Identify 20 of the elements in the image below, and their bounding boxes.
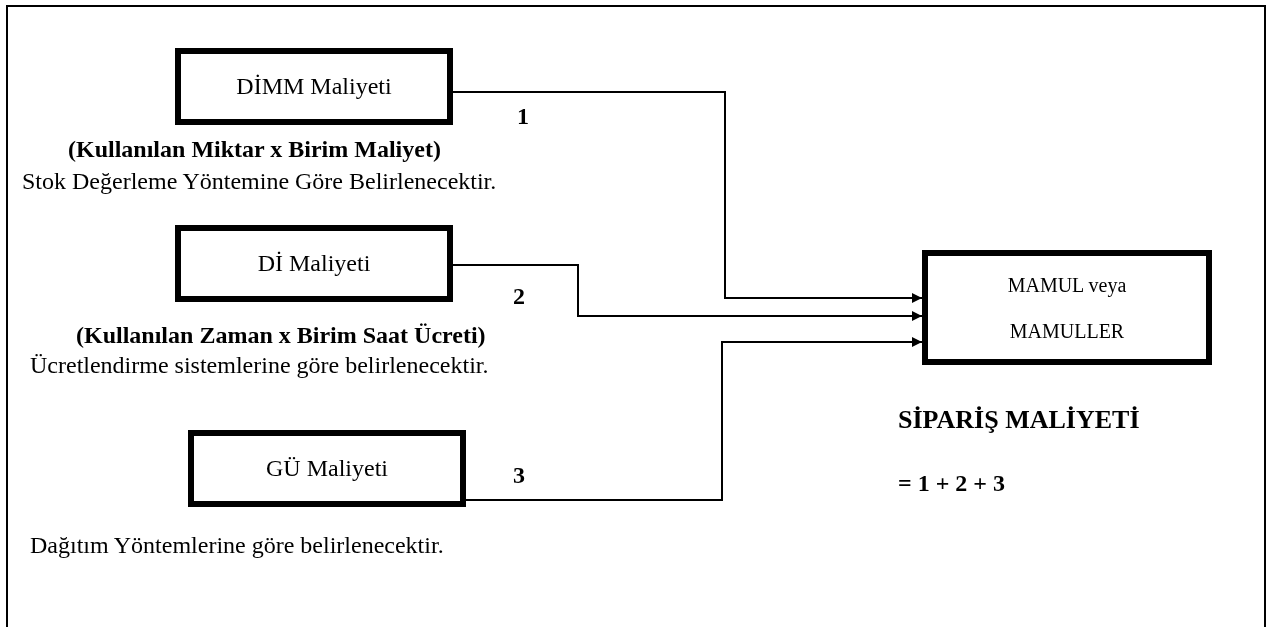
box-label: MAMUL veya MAMULLER — [1006, 272, 1128, 344]
note-text: Stok Değerleme Yöntemine Göre Belirlenecektir. — [22, 168, 497, 196]
callout-number: 3 — [513, 462, 525, 490]
arrow — [452, 264, 923, 321]
process-box — [188, 430, 466, 507]
process-box — [922, 250, 1212, 365]
process-box — [175, 48, 453, 125]
box-label: Dİ Maliyeti — [256, 249, 372, 278]
callout-number: 2 — [513, 283, 525, 311]
arrow — [465, 337, 923, 501]
callout-number: 1 — [517, 103, 529, 131]
arrow — [452, 91, 923, 303]
process-box — [175, 225, 453, 302]
box-label: DİMM Maliyeti — [235, 72, 393, 101]
box-label: GÜ Maliyeti — [265, 454, 389, 483]
formula-text: = 1 + 2 + 3 — [898, 470, 1006, 498]
note-text: Dağıtım Yöntemlerine göre belirlenecektir. — [30, 532, 444, 560]
note-text: Ücretlendirme sistemlerine göre belirlenecektir. — [30, 352, 489, 380]
formula-text: (Kullanılan Miktar x Birim Maliyet) — [68, 136, 441, 164]
result-heading: SİPARİŞ MALİYETİ — [898, 405, 1140, 435]
